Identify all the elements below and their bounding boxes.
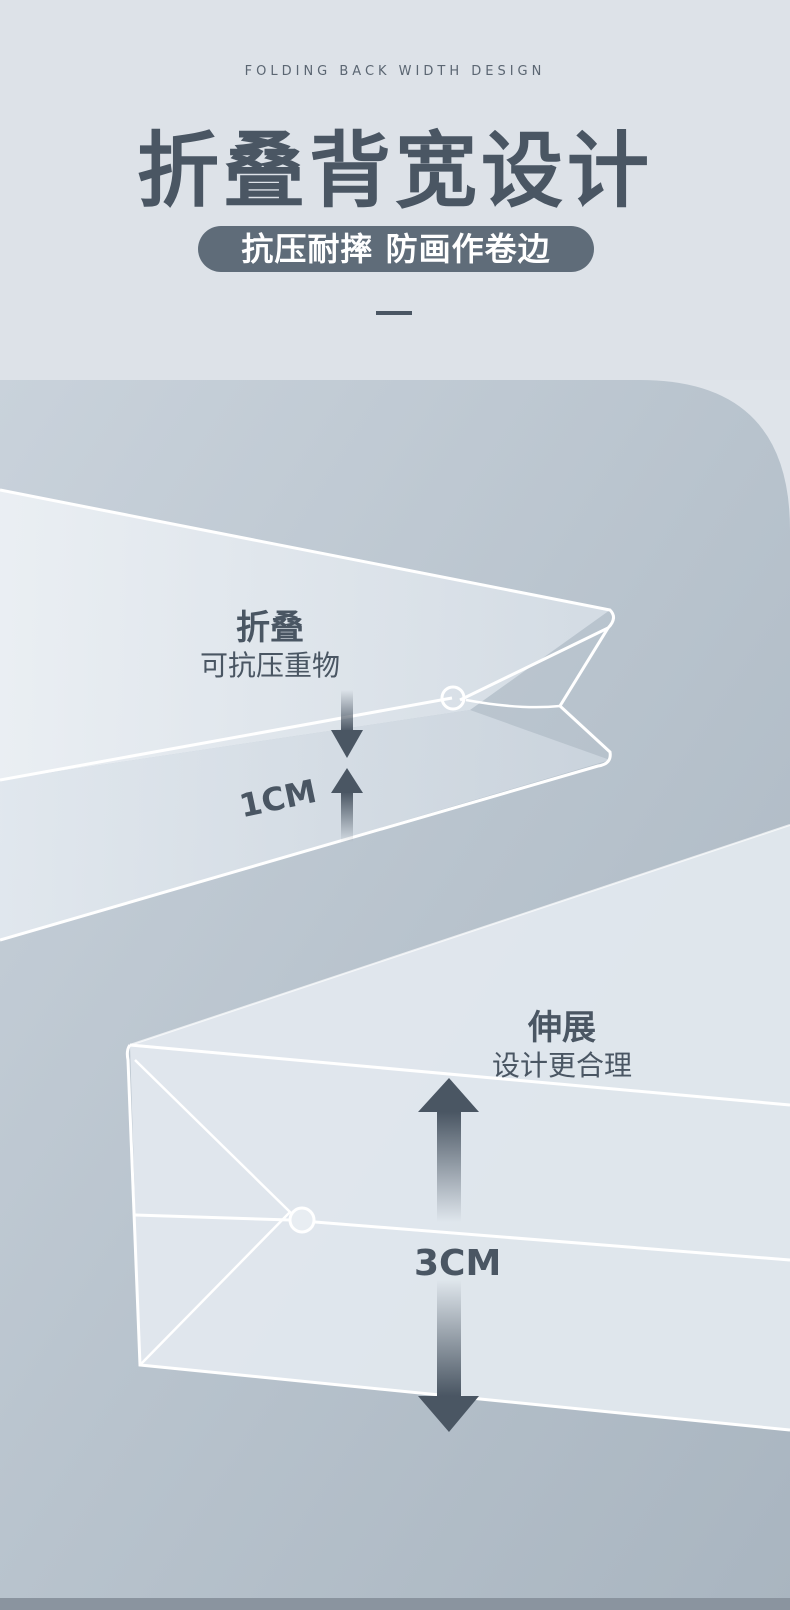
extend-callout: 伸展 设计更合理 — [472, 1008, 652, 1084]
product-illustration — [0, 380, 790, 1610]
bottom-bar — [0, 1598, 790, 1610]
subtitle-badge: 抗压耐摔 防画作卷边 — [198, 226, 594, 272]
english-title: FOLDING BACK WIDTH DESIGN — [244, 64, 546, 79]
fold-heading: 折叠 — [236, 608, 304, 648]
extend-measurement: 3CM — [414, 1243, 502, 1284]
product-scene — [0, 380, 790, 1610]
header-section — [0, 0, 790, 380]
fold-callout: 折叠 可抗压重物 — [180, 608, 360, 684]
divider-dash — [376, 311, 412, 315]
extend-heading: 伸展 — [528, 1008, 596, 1048]
page-title: 折叠背宽设计 — [136, 124, 653, 219]
fold-description: 可抗压重物 — [199, 649, 340, 682]
extend-description: 设计更合理 — [491, 1049, 632, 1082]
